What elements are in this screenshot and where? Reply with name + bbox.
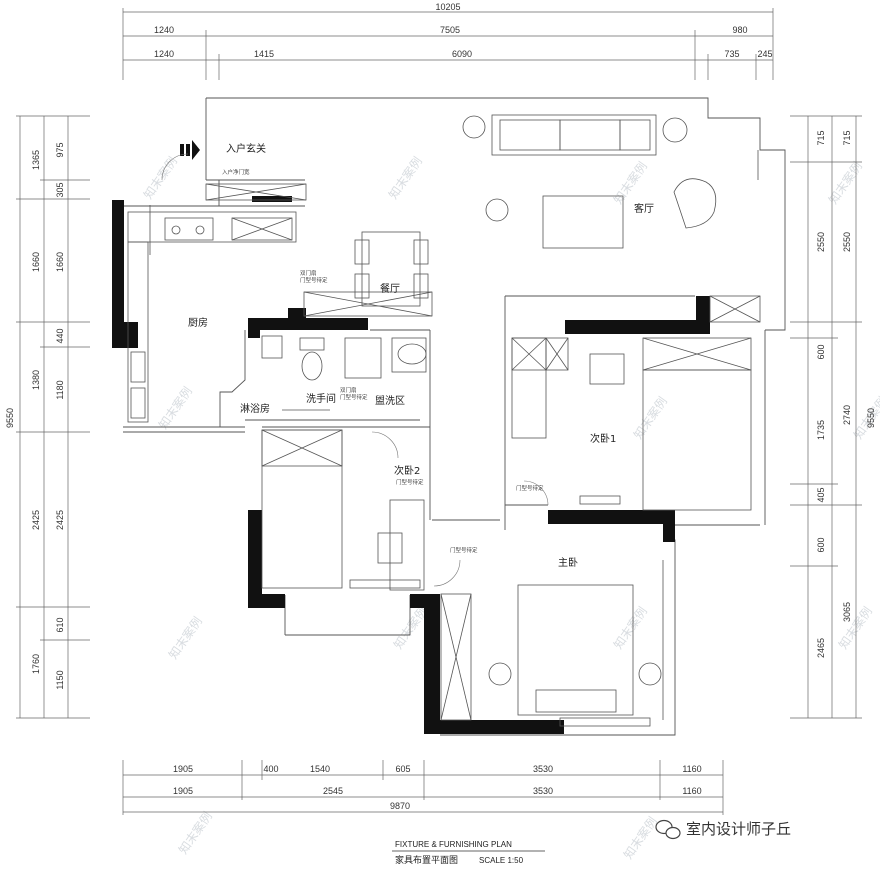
dim-right: 2740 [842,405,852,425]
title-en: FIXTURE & FURNISHING PLAN [395,840,512,849]
dim-right: 715 [842,130,852,145]
solid-walls [112,196,710,734]
watermark-text: 知末案例 [825,159,865,207]
dim-right: 1735 [816,420,826,440]
room-label-master: 主卧 [558,556,578,569]
dim-left: 2425 [55,510,65,530]
dim-bottom: 400 [263,764,278,774]
watermark-text: 知末案例 [620,814,660,862]
room-label-living: 客厅 [634,202,654,215]
watermark-text: 知末案例 [155,384,195,432]
dim-left: 1180 [55,380,65,399]
wechat-icon [655,819,681,840]
dim-bottom: 605 [395,764,410,774]
right-dimensions [790,115,862,719]
watermark-text: 知末案例 [630,394,670,442]
overall-bottom-width: 9870 [390,801,410,811]
dim-left: 1660 [55,252,65,272]
watermark-text: 知末案例 [175,809,215,857]
door-arcs [161,153,549,587]
note-wc-door: 双门扇门型号待定 [340,386,368,401]
dim-right: 2465 [816,638,826,658]
overall-left-height: 9550 [5,408,15,428]
brand-name: 室内设计师子丘 [686,820,791,838]
dim-bottom: 1905 [173,764,193,774]
overall-right-height: 9550 [866,408,876,428]
bed2-furniture [261,429,425,591]
bath-furniture [261,335,427,411]
dim-top: 7505 [440,25,460,35]
overall-top-width: 10205 [435,2,460,12]
dim-top: 6090 [452,49,472,59]
watermark-text: 知末案例 [140,154,180,202]
dim-bottom: 1905 [173,786,193,796]
dim-right: 715 [816,130,826,145]
dim-right: 3065 [842,602,852,622]
dim-right: 2550 [842,232,852,252]
room-label-bed2: 次卧2 [394,464,420,477]
dim-top: 245 [757,49,772,59]
note-bed1-door: 门型号待定 [516,484,544,492]
thin-walls [123,97,786,736]
title-block: FIXTURE & FURNISHING PLAN 家具布置平面图 SCALE … [392,840,545,866]
kitchen-furniture [127,205,297,423]
master-furniture [440,560,664,727]
watermark-text: 知末案例 [610,159,650,207]
room-label-dining: 餐厅 [380,282,400,295]
dim-top: 1240 [154,49,174,59]
dim-left: 1380 [31,370,41,390]
title-scale: SCALE 1:50 [479,856,524,865]
watermark-text: 知末案例 [165,614,205,662]
watermark-text: 知末案例 [610,604,650,652]
dim-left: 1760 [31,654,41,674]
watermarks: 知末案例 知末案例 知末案例 知末案例 知末案例 知末案例 知末案例 知末案例 … [140,154,880,862]
dim-top: 980 [732,25,747,35]
dim-bottom: 1540 [310,764,330,774]
dim-left: 1150 [55,670,65,689]
dim-left: 2425 [31,510,41,530]
bottom-dimensions [122,760,724,815]
dim-right: 600 [816,344,826,359]
room-label-wc: 洗手间 [306,392,336,405]
dim-bottom: 1160 [682,786,701,796]
dim-right: 405 [816,487,826,502]
living-furniture [462,114,759,249]
brand-logo: 室内设计师子丘 [655,819,791,840]
dim-top: 735 [724,49,739,59]
dim-bottom: 3530 [533,786,553,796]
dim-bottom: 2545 [323,786,343,796]
dim-top: 1415 [254,49,274,59]
left-dimensions [16,115,90,719]
dim-top: 1240 [154,25,174,35]
entry-arrow-icon [180,140,200,160]
title-cn: 家具布置平面图 [395,854,458,866]
dim-left: 1660 [31,252,41,272]
room-label-laundry: 盥洗区 [375,395,405,407]
watermark-text: 知末案例 [385,154,425,202]
top-dimensions [122,8,774,80]
dim-left: 305 [55,182,65,197]
dim-right: 600 [816,537,826,552]
entry-cabinets [205,183,307,201]
dim-left: 975 [55,142,65,157]
note-bed2-door: 门型号待定 [396,478,424,486]
dim-left: 440 [55,328,65,343]
dim-right: 2550 [816,232,826,252]
room-label-kitchen: 厨房 [188,316,208,329]
bed1-furniture [511,295,761,511]
note-dining-door: 双门扇门型号待定 [300,269,328,284]
dim-left: 610 [55,617,65,632]
room-label-bed1: 次卧1 [590,432,616,445]
room-label-entry: 入户玄关 [226,142,266,155]
room-label-shower: 淋浴房 [240,402,270,415]
dim-left: 1365 [31,150,41,170]
note-entry-door: 入户净门宽 [222,168,250,176]
note-master-door: 门型号待定 [450,546,478,554]
dining-furniture [303,231,433,317]
dim-bottom: 3530 [533,764,553,774]
dim-bottom: 1160 [682,764,701,774]
